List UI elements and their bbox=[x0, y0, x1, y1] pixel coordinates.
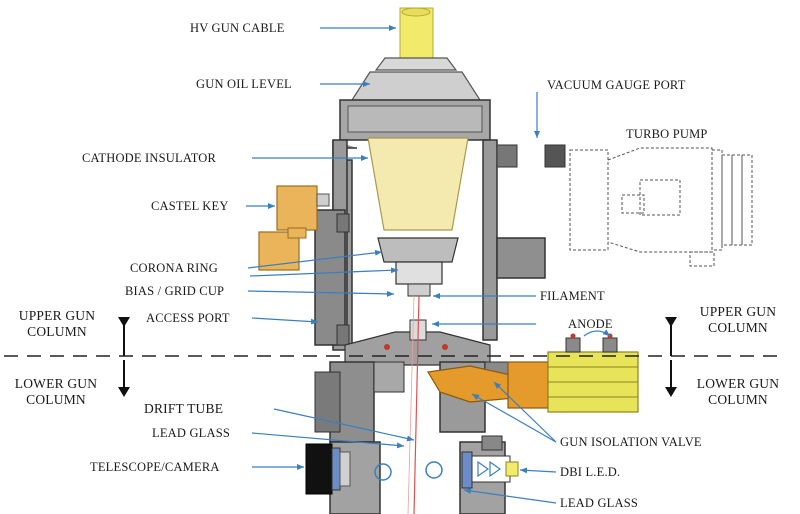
lower-gun-column-left-line1: LOWER GUN bbox=[14, 376, 98, 391]
corona-ring-assembly bbox=[377, 237, 459, 297]
telescope-camera bbox=[305, 443, 443, 495]
anode-label: ANODE bbox=[568, 317, 613, 331]
gun-oil-tank bbox=[339, 57, 491, 141]
lower-gun-column-left-label: LOWER GUN COLUMN bbox=[6, 376, 106, 408]
upper-gun-column-right-label: UPPER GUN COLUMN bbox=[688, 304, 788, 336]
access-port-label: ACCESS PORT bbox=[146, 311, 230, 325]
upper-gun-column-left-line1: UPPER GUN bbox=[18, 308, 96, 323]
vacuum-gauge-port bbox=[544, 144, 566, 168]
corona-ring-label: CORONA RING bbox=[130, 261, 218, 275]
bias-grid-cup-label: BIAS / GRID CUP bbox=[125, 284, 225, 298]
vacuum-gauge-port-label: VACUUM GAUGE PORT bbox=[547, 78, 686, 92]
lower-gun-column-right-label: LOWER GUN COLUMN bbox=[688, 376, 788, 408]
lead-glass-lower-label: LEAD GLASS bbox=[560, 496, 639, 510]
castel-key-label: CASTEL KEY bbox=[151, 199, 229, 213]
cathode-insulator-label: CATHODE INSULATOR bbox=[82, 151, 217, 165]
lower-gun-column-right-line1: LOWER GUN bbox=[696, 376, 780, 391]
cathode-insulator bbox=[367, 137, 469, 231]
upper-gun-column-right-line1: UPPER GUN bbox=[699, 304, 777, 319]
dbi-led-label: DBI L.E.D. bbox=[560, 465, 621, 479]
upper-housing bbox=[314, 139, 546, 351]
drift-tube-label: DRIFT TUBE bbox=[144, 401, 224, 416]
hv-gun-cable bbox=[399, 7, 434, 59]
gun-isolation-valve bbox=[427, 333, 639, 413]
lower-gun-column-right-line2: COLUMN bbox=[708, 392, 768, 407]
electron-beam bbox=[407, 295, 420, 514]
turbo-pump bbox=[569, 147, 753, 267]
castel-key bbox=[258, 185, 330, 271]
filament-label: FILAMENT bbox=[540, 289, 605, 303]
leader-arrows bbox=[246, 25, 611, 504]
upper-gun-column-left-line2: COLUMN bbox=[27, 324, 87, 339]
gun-oil-level-label: GUN OIL LEVEL bbox=[196, 77, 292, 91]
lead-glass-upper-label: LEAD GLASS bbox=[152, 426, 231, 440]
upper-gun-column-right-line2: COLUMN bbox=[708, 320, 768, 335]
gun-isolation-valve-label: GUN ISOLATION VALVE bbox=[560, 435, 702, 449]
telescope-camera-label: TELESCOPE/CAMERA bbox=[90, 460, 220, 474]
upper-gun-column-left-label: UPPER GUN COLUMN bbox=[10, 308, 104, 340]
turbo-pump-label: TURBO PUMP bbox=[626, 127, 708, 141]
dbi-led-assembly bbox=[461, 451, 519, 489]
lower-gun-column-left-line2: COLUMN bbox=[26, 392, 86, 407]
hv-gun-cable-label: HV GUN CABLE bbox=[190, 21, 285, 35]
